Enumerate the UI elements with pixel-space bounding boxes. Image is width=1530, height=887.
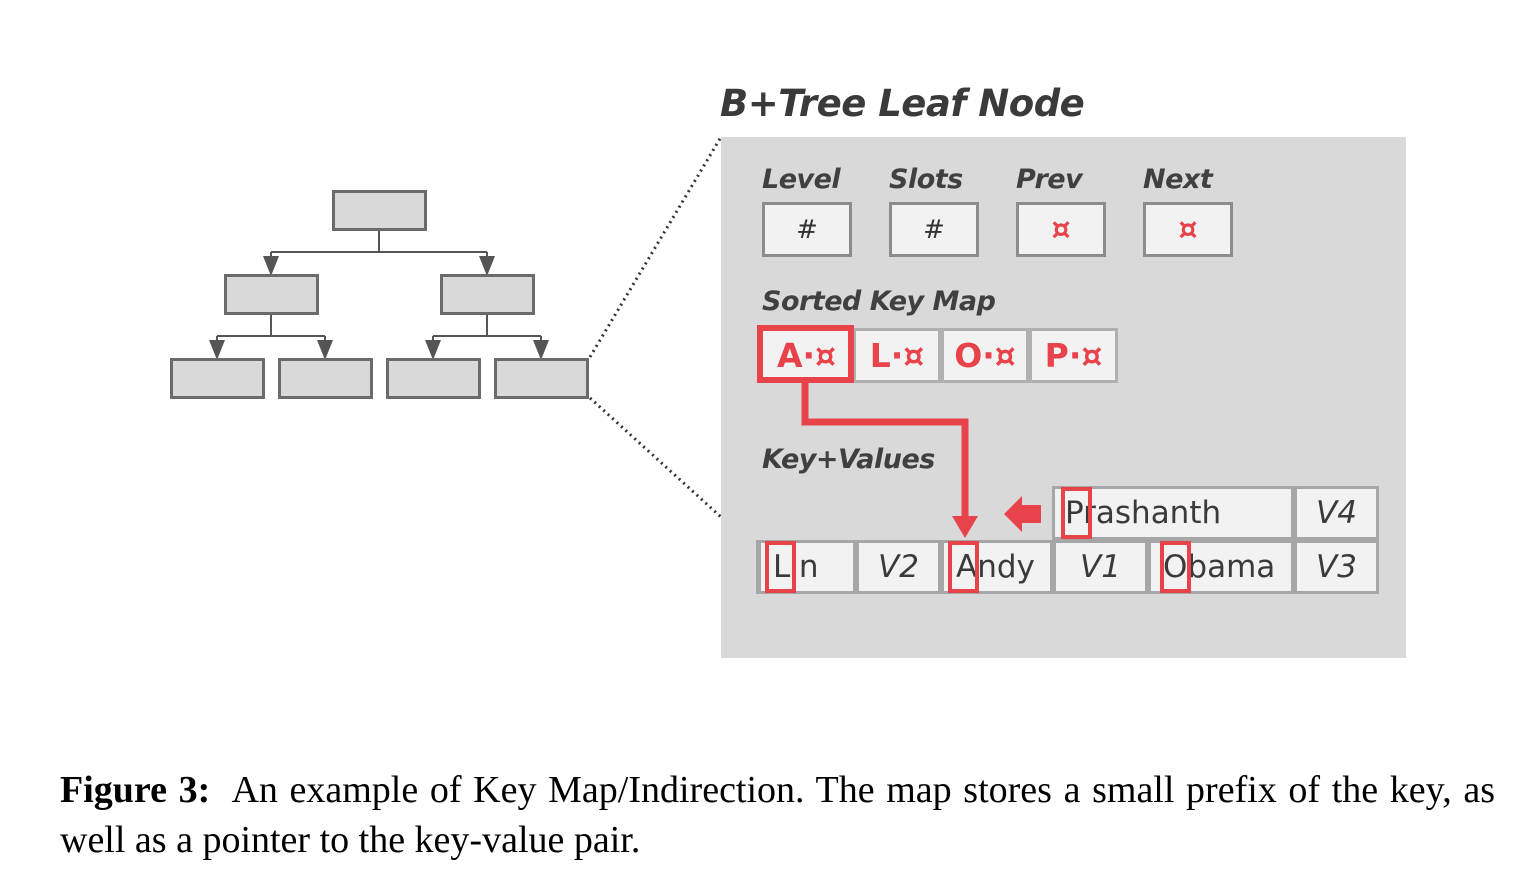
header-label-next: Next: [1143, 164, 1213, 195]
figure-caption: Figure 3: An example of Key Map/Indirect…: [60, 765, 1495, 865]
header-label-level: Level: [762, 164, 841, 195]
tree-leaf-node: [386, 358, 481, 399]
tree-leaf-node: [278, 358, 373, 399]
header-value-prev-pointer: ¤: [1016, 202, 1106, 257]
insert-direction-arrow: [1004, 496, 1041, 532]
key-prefix-highlight: [948, 541, 979, 593]
tree-internal-node-left: [224, 274, 319, 315]
tree-root-node: [332, 190, 427, 231]
kv-value-cell: V3: [1294, 540, 1379, 594]
header-value-next-pointer: ¤: [1143, 202, 1233, 257]
caption-prefix: Figure 3:: [60, 769, 211, 811]
header-value-level: #: [762, 202, 852, 257]
leaf-node-title: B+Tree Leaf Node: [720, 82, 1085, 125]
sorted-key-map-label: Sorted Key Map: [762, 286, 996, 317]
key-map-pointer-arrow: [801, 383, 969, 518]
key-map-entry: O·¤: [941, 328, 1029, 383]
tree-leaf-node-highlighted: [494, 358, 589, 399]
key-prefix-highlight: [1160, 541, 1191, 593]
kv-value-cell: V4: [1294, 486, 1379, 540]
header-value-slots: #: [889, 202, 979, 257]
kv-value-cell: V1: [1053, 540, 1148, 594]
tree-internal-node-right: [440, 274, 535, 315]
key-map-entry: L·¤: [853, 328, 941, 383]
key-map-pointer-arrowhead: [952, 516, 978, 538]
key-prefix-highlight: [1061, 487, 1092, 539]
kv-key-cell: Andy: [941, 540, 1053, 594]
header-label-slots: Slots: [889, 164, 963, 195]
kv-key-cell: Obama: [1148, 540, 1294, 594]
tree-leaf-node: [170, 358, 265, 399]
key-prefix-highlight: [765, 541, 796, 593]
kv-value-cell: V2: [856, 540, 941, 594]
key-map-entry-highlight: [757, 325, 854, 383]
header-label-prev: Prev: [1016, 164, 1083, 195]
caption-text: An example of Key Map/Indirection. The m…: [60, 769, 1495, 861]
key-map-entry: P·¤: [1029, 328, 1118, 383]
key-values-label: Key+Values: [762, 444, 935, 475]
